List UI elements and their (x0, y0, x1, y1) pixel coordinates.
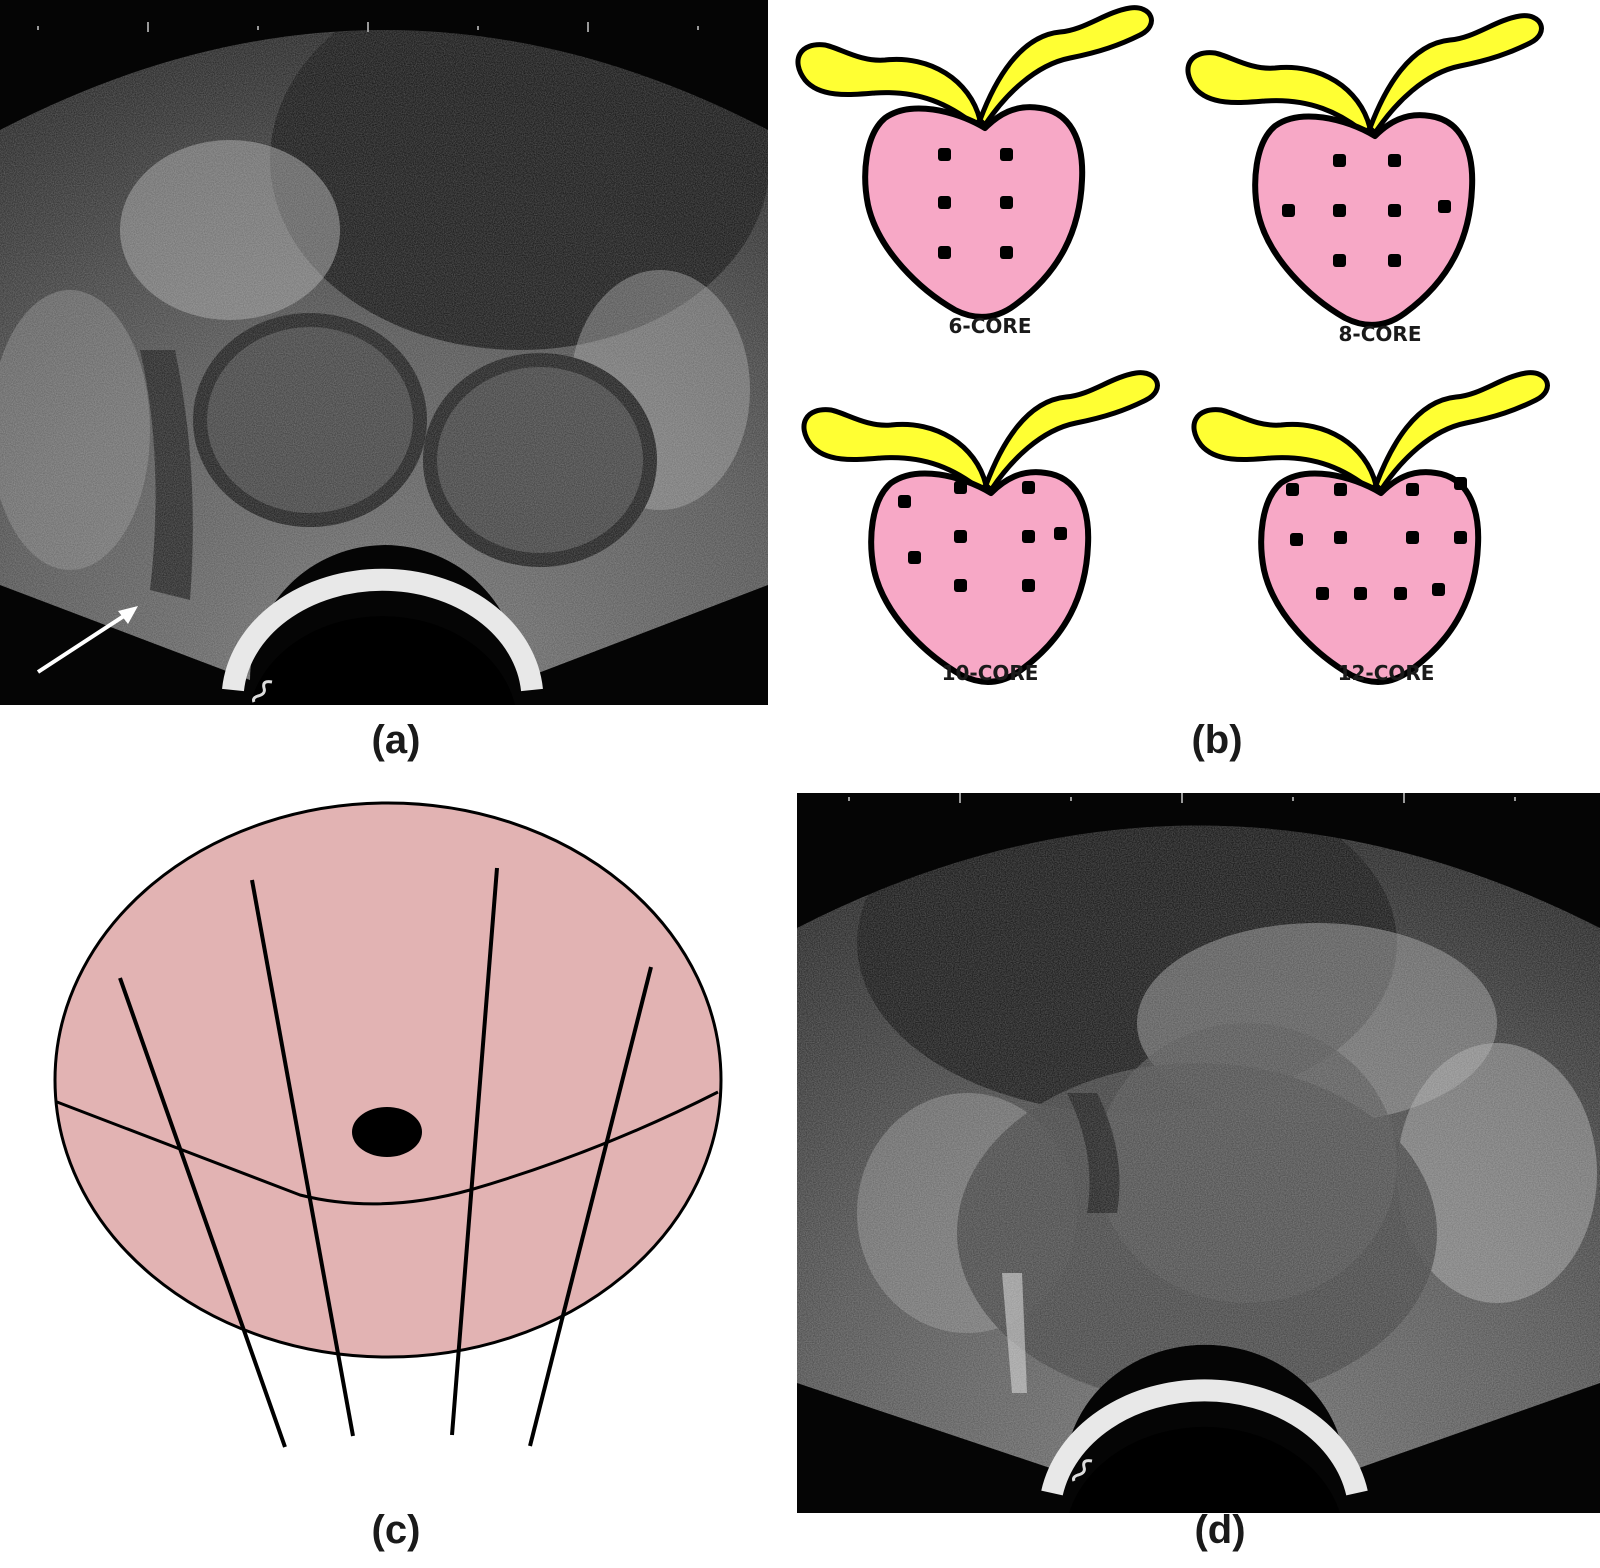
panel-label-d: (d) (1194, 1508, 1246, 1552)
probe-marker-icon (1072, 1459, 1093, 1482)
core-sites (1282, 154, 1451, 267)
panel-label-b: (b) (1191, 718, 1243, 762)
urethra (352, 1107, 422, 1157)
capsule-curve (56, 1090, 719, 1206)
scheme-8-core: 8-CORE (1188, 16, 1542, 346)
probe-marker-icon (252, 680, 273, 703)
arrow-pointer-icon (36, 606, 138, 674)
core-sites (898, 481, 1067, 592)
biopsy-needle-paths (118, 867, 653, 1448)
prostate-section (53, 801, 723, 1359)
core-sites (938, 148, 1013, 259)
panel-b-biopsy-schemes: 6-CORE 8-CORE 1 (780, 0, 1600, 710)
ultrasound-image-d (797, 793, 1600, 1513)
scheme-label: 10-CORE (942, 661, 1039, 685)
panel-d-ultrasound (797, 793, 1600, 1513)
panel-label-c: (c) (371, 1508, 421, 1552)
core-sites (1286, 477, 1467, 600)
panel-c-needle-schematic (0, 780, 768, 1500)
ultrasound-image-a (0, 0, 768, 705)
scheme-label: 12-CORE (1338, 661, 1435, 685)
panel-a-ultrasound (0, 0, 768, 705)
scheme-10-core: 10-CORE (804, 373, 1158, 685)
panel-label-a: (a) (371, 718, 421, 762)
scheme-label: 8-CORE (1339, 322, 1422, 346)
scheme-label: 6-CORE (949, 314, 1032, 338)
scheme-12-core: 12-CORE (1194, 373, 1548, 685)
scheme-6-core: 6-CORE (798, 8, 1152, 338)
